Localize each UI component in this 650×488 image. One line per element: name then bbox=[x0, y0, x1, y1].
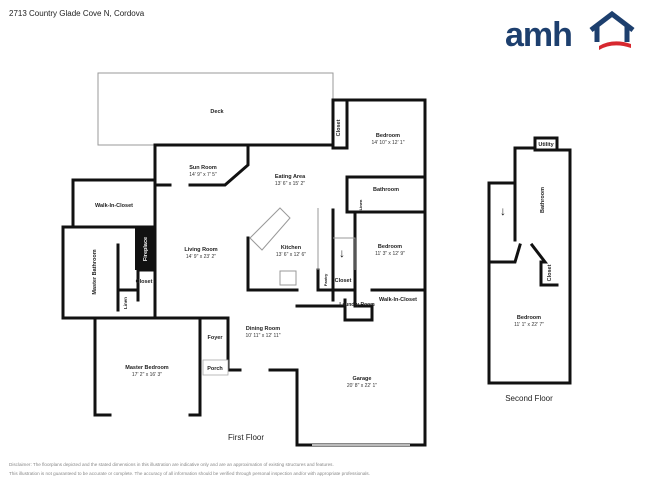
room-dining-room: Dining Room bbox=[246, 326, 280, 332]
room-pantry: Pantry bbox=[323, 273, 328, 286]
svg-text:amh: amh bbox=[505, 16, 572, 53]
room-sun-room: Sun Room bbox=[189, 165, 217, 171]
room-eating-area: Eating Area bbox=[275, 174, 306, 180]
kitchen-island bbox=[249, 207, 297, 286]
disclaimer-line-1: Disclaimer: The floorplans depicted and … bbox=[9, 462, 334, 467]
stairs-down-arrow-icon-2: ↓ bbox=[500, 204, 506, 218]
first-floor-label: First Floor bbox=[228, 433, 264, 442]
room-garage-dims: 20' 8" x 22' 1" bbox=[347, 383, 377, 389]
room-laundry-room: Laundry Room bbox=[339, 302, 375, 308]
room-living-room: Living Room bbox=[184, 247, 217, 253]
room-bedroom-1: Bedroom bbox=[376, 133, 400, 139]
second-floor-label: Second Floor bbox=[505, 394, 553, 403]
first-floor-walls bbox=[61, 98, 427, 447]
room-walk-in-closet-1: Walk-In-Closet bbox=[95, 203, 133, 209]
room-eating-area-dims: 13' 6" x 15' 2" bbox=[275, 181, 305, 187]
room-bedroom-3: Bedroom bbox=[517, 315, 541, 321]
room-master-bathroom: Master Bathroom bbox=[92, 249, 98, 294]
room-sun-room-dims: 14' 9" x 7' 5" bbox=[189, 172, 217, 178]
porch-outline bbox=[202, 359, 229, 376]
room-linen-1: Linen bbox=[358, 199, 363, 210]
room-closet-3: Closet bbox=[335, 278, 352, 284]
room-dining-room-dims: 10' 11" x 12' 11" bbox=[245, 333, 280, 339]
fireplace bbox=[135, 227, 155, 270]
room-bedroom-3-dims: 11' 1" x 22' 7" bbox=[514, 322, 544, 328]
room-utility: Utility bbox=[538, 142, 554, 148]
room-garage: Garage bbox=[353, 376, 372, 382]
second-floor-walls bbox=[487, 136, 572, 385]
disclaimer-line-2: This illustration is not guaranteed to b… bbox=[9, 471, 370, 476]
room-bathroom-2: Bathroom bbox=[540, 187, 546, 213]
room-deck: Deck bbox=[210, 109, 224, 115]
property-address: 2713 Country Glade Cove N, Cordova bbox=[9, 9, 145, 18]
room-living-room-dims: 14' 9" x 23' 2" bbox=[186, 254, 216, 260]
amh-logo: amh bbox=[505, 10, 635, 53]
room-bathroom-1: Bathroom bbox=[373, 187, 399, 193]
room-bedroom-1-dims: 14' 10" x 12' 1" bbox=[372, 140, 405, 146]
kitchen-counter bbox=[317, 208, 356, 270]
room-master-bedroom-dims: 17' 2" x 16' 3" bbox=[132, 372, 162, 378]
room-fireplace: Fireplace bbox=[143, 237, 149, 261]
room-closet-2: Closet bbox=[136, 279, 153, 285]
room-closet-4: Closet bbox=[547, 264, 553, 281]
room-linen-2: Linen bbox=[123, 297, 128, 309]
room-porch: Porch bbox=[207, 366, 223, 372]
room-closet-1: Closet bbox=[336, 119, 342, 136]
room-bedroom-2: Bedroom bbox=[378, 244, 402, 250]
stairs-down-arrow-icon: ↓ bbox=[339, 246, 345, 260]
room-kitchen: Kitchen bbox=[281, 245, 302, 251]
room-master-bedroom: Master Bedroom bbox=[125, 365, 169, 371]
room-bedroom-2-dims: 11' 3" x 12' 9" bbox=[375, 251, 405, 257]
room-kitchen-dims: 13' 6" x 12' 6" bbox=[276, 252, 306, 258]
room-foyer: Foyer bbox=[208, 335, 224, 341]
room-walk-in-closet-2: Walk-In-Closet bbox=[379, 297, 417, 303]
